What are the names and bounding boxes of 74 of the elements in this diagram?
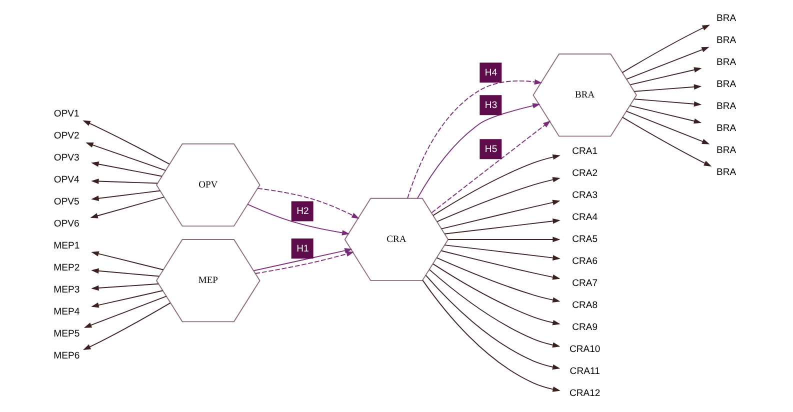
arrow — [422, 280, 560, 392]
node-text: CRA3 — [572, 190, 598, 201]
edge-label: H2 — [296, 206, 309, 218]
arrow — [247, 204, 350, 236]
arrow — [91, 190, 161, 201]
node-text: MEP1 — [54, 240, 80, 252]
arrow — [626, 46, 710, 80]
arrow — [440, 250, 560, 280]
edge-label: H1 — [296, 243, 309, 254]
arrow — [432, 154, 560, 216]
arrow — [622, 24, 710, 74]
arrow — [440, 200, 560, 230]
arrow — [91, 268, 160, 277]
node-text: MEP3 — [54, 284, 80, 296]
arrow — [444, 218, 560, 234]
arrow — [448, 236, 560, 242]
node-text: OPV6 — [54, 218, 80, 230]
arrow — [436, 177, 560, 222]
node-text: BRA — [716, 166, 736, 178]
arrow — [84, 296, 167, 328]
node-text: CRA7 — [572, 278, 598, 289]
arrow — [630, 105, 702, 124]
node-text: MEP4 — [54, 306, 80, 318]
node-text: CRA10 — [569, 344, 600, 355]
node-text: CRA4 — [572, 212, 598, 223]
node-text: BRA — [716, 122, 736, 134]
node-text: OPV1 — [54, 108, 80, 120]
arrow — [91, 290, 164, 308]
arrow — [91, 178, 158, 184]
node-text: CRA2 — [572, 168, 598, 179]
node-text: BRA — [716, 144, 736, 156]
arrow — [626, 110, 710, 144]
arrow — [428, 269, 560, 348]
node-text: CRA12 — [569, 388, 600, 399]
node-text: BRA — [716, 34, 736, 46]
arrow — [622, 116, 712, 166]
arrow — [90, 196, 165, 218]
arrow — [432, 263, 560, 326]
arrow — [91, 162, 162, 177]
node-text: CRA5 — [572, 234, 598, 245]
arrow — [86, 142, 166, 171]
node-text: MEP5 — [54, 328, 80, 340]
edge-label: H5 — [484, 144, 498, 155]
node-text: CRA11 — [570, 366, 600, 377]
node-text: CRA9 — [572, 322, 598, 333]
node-text: CRA6 — [572, 256, 598, 267]
arrow — [444, 244, 560, 260]
arrow — [634, 98, 702, 107]
node-text: BRA — [716, 100, 736, 112]
arrow — [431, 120, 551, 214]
node-text: BRA — [716, 56, 736, 68]
node-text: OPV2 — [54, 130, 80, 142]
node-text: OPV3 — [54, 152, 80, 164]
node-text: OPV4 — [54, 174, 80, 186]
node-text: CRA8 — [572, 300, 598, 311]
arrow — [257, 188, 360, 219]
node-text: MEP2 — [54, 262, 80, 274]
arrow — [425, 274, 560, 370]
edge-label: H3 — [484, 100, 498, 111]
arrow — [91, 283, 159, 291]
node-text: CRA1 — [572, 146, 598, 157]
arrow — [407, 79, 542, 199]
arrow — [82, 302, 171, 350]
node-text: BRA — [716, 78, 736, 90]
arrow — [416, 103, 540, 199]
arrow — [82, 120, 170, 165]
arrow — [630, 67, 702, 86]
node-text: MEP6 — [54, 350, 80, 362]
arrow — [91, 251, 164, 270]
edge-label: H4 — [484, 67, 498, 78]
node-text: OPV5 — [54, 196, 80, 208]
arrow — [436, 257, 560, 303]
arrow — [634, 84, 702, 92]
node-text: BRA — [716, 12, 736, 24]
